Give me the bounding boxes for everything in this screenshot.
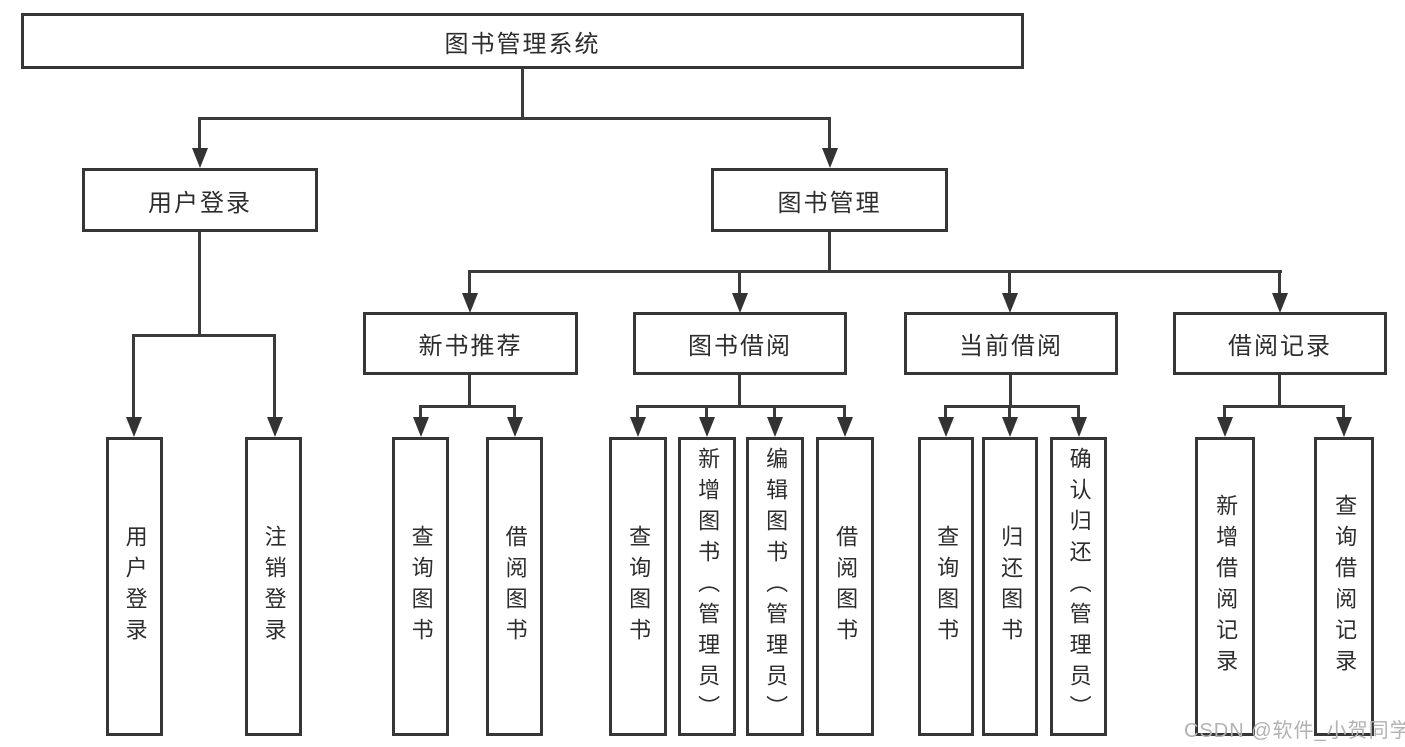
- arrowhead-down-icon: [938, 417, 954, 437]
- leaf-label: 归还图书: [998, 524, 1024, 649]
- arrowhead-down-icon: [267, 417, 283, 437]
- csdn-watermark: CSDN @软件_小贺同学: [1184, 720, 1405, 742]
- arrowhead-down-icon: [1002, 417, 1018, 437]
- connector-line: [1223, 405, 1345, 408]
- node-label: 借阅记录: [1228, 333, 1332, 360]
- connector-line: [273, 334, 276, 417]
- leaf-borrowing-add-books-admin: 新增图书（管理员）: [678, 437, 736, 736]
- leaf-label: 编辑图书（管理员）: [763, 447, 789, 726]
- connector-line: [132, 334, 135, 417]
- leaf-borrowing-borrow-books: 借阅图书: [816, 437, 874, 736]
- leaf-recommendation-borrow-books: 借阅图书: [486, 437, 543, 736]
- arrowhead-down-icon: [462, 293, 478, 313]
- connector-line: [513, 405, 516, 417]
- connector-line: [828, 232, 831, 273]
- arrowhead-down-icon: [192, 148, 208, 168]
- leaf-current-confirm-return-admin: 确认归还（管理员）: [1050, 437, 1107, 736]
- arrowhead-down-icon: [630, 417, 646, 437]
- connector-line: [636, 405, 639, 417]
- connector-line: [419, 405, 516, 408]
- connector-line: [1008, 270, 1011, 293]
- node-label: 图书管理系统: [444, 30, 601, 58]
- connector-line: [705, 405, 708, 417]
- connector-line: [521, 69, 524, 119]
- connector-line: [636, 405, 846, 408]
- leaf-records-add-borrow-record: 新增借阅记录: [1195, 437, 1255, 736]
- leaf-current-query-books: 查询图书: [918, 437, 974, 736]
- leaf-borrowing-edit-books-admin: 编辑图书（管理员）: [746, 437, 804, 736]
- connector-line: [468, 270, 471, 293]
- connector-line: [738, 375, 741, 407]
- node-label: 图书管理: [777, 189, 882, 217]
- connector-line: [1278, 270, 1281, 293]
- arrowhead-down-icon: [1336, 417, 1352, 437]
- node-book-borrowing: 图书借阅: [633, 312, 847, 375]
- arrowhead-down-icon: [1071, 417, 1087, 437]
- connector-line: [419, 405, 422, 417]
- node-user-login: 用户登录: [82, 168, 318, 232]
- leaf-label: 查询借阅记录: [1332, 493, 1358, 680]
- connector-line: [198, 232, 201, 336]
- arrowhead-down-icon: [837, 417, 853, 437]
- connector-line: [773, 405, 776, 417]
- leaf-label: 新增借阅记录: [1213, 493, 1239, 680]
- leaf-user-login: 用户登录: [106, 437, 163, 736]
- leaf-recommendation-query-books: 查询图书: [392, 437, 449, 736]
- connector-line: [468, 375, 471, 407]
- connector-line: [944, 405, 1080, 408]
- arrowhead-down-icon: [1272, 293, 1288, 313]
- connector-line: [1223, 405, 1226, 417]
- connector-line: [843, 405, 846, 417]
- arrowhead-down-icon: [822, 148, 838, 168]
- arrowhead-down-icon: [507, 417, 523, 437]
- leaf-label: 借阅图书: [502, 524, 528, 649]
- arrowhead-down-icon: [767, 417, 783, 437]
- leaf-label: 注销登录: [261, 524, 287, 649]
- node-library-management-system: 图书管理系统: [21, 13, 1024, 69]
- arrowhead-down-icon: [699, 417, 715, 437]
- node-label: 用户登录: [148, 189, 252, 217]
- leaf-label: 确认归还（管理员）: [1066, 447, 1092, 726]
- connector-line: [468, 270, 1282, 273]
- connector-line: [1278, 375, 1281, 407]
- connector-line: [738, 270, 741, 293]
- arrowhead-down-icon: [732, 293, 748, 313]
- connector-line: [132, 334, 276, 337]
- connector-line: [198, 117, 201, 148]
- node-borrowing-records: 借阅记录: [1173, 312, 1387, 375]
- leaf-label: 查询图书: [626, 524, 652, 649]
- leaf-label: 新增图书（管理员）: [695, 447, 721, 726]
- connector-line: [1009, 375, 1012, 407]
- connector-line: [828, 117, 831, 148]
- leaf-label: 借阅图书: [833, 524, 859, 649]
- node-label: 当前借阅: [959, 333, 1063, 360]
- arrowhead-down-icon: [413, 417, 429, 437]
- arrowhead-down-icon: [1217, 417, 1233, 437]
- connector-line: [1077, 405, 1080, 417]
- arrowhead-down-icon: [126, 417, 142, 437]
- node-book-management: 图书管理: [711, 168, 948, 232]
- leaf-records-query-borrow-record: 查询借阅记录: [1314, 437, 1374, 736]
- node-label: 图书借阅: [688, 333, 792, 360]
- arrowhead-down-icon: [1002, 293, 1018, 313]
- node-current-borrowing: 当前借阅: [904, 312, 1118, 375]
- leaf-label: 查询图书: [934, 524, 960, 649]
- leaf-label: 查询图书: [408, 524, 434, 649]
- leaf-current-return-books: 归还图书: [982, 437, 1038, 736]
- leaf-logout-login: 注销登录: [245, 437, 302, 736]
- leaf-borrowing-query-books: 查询图书: [609, 437, 667, 736]
- connector-line: [944, 405, 947, 417]
- node-new-book-recommendation: 新书推荐: [363, 312, 578, 375]
- leaf-label: 用户登录: [122, 524, 148, 649]
- connector-line: [1008, 405, 1011, 417]
- connector-line: [1342, 405, 1345, 417]
- node-label: 新书推荐: [418, 333, 523, 360]
- connector-line: [198, 117, 831, 120]
